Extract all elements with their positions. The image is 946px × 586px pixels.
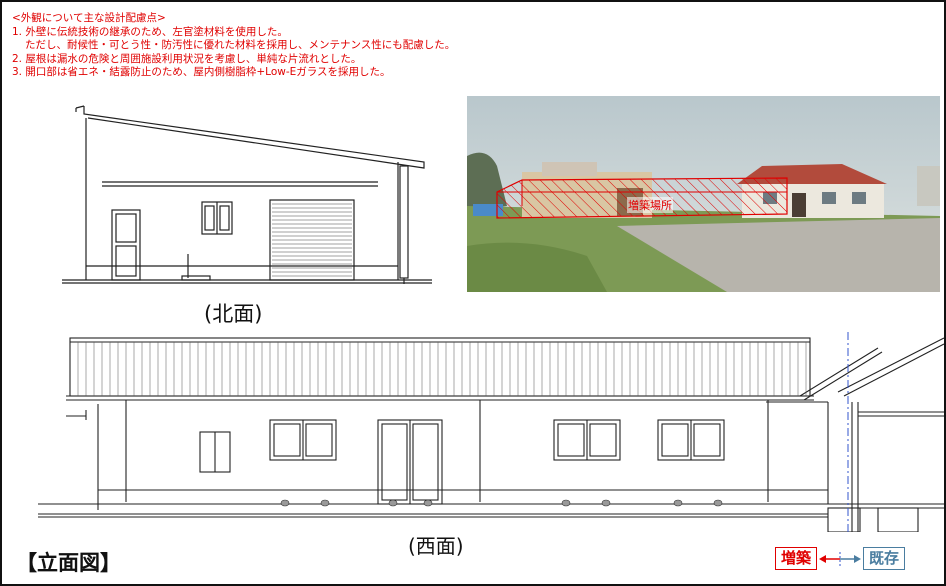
legend: 増築 既存 — [775, 547, 906, 570]
west-elevation-drawing — [38, 332, 944, 532]
design-notes: <外観について主な設計配慮点> 1. 外壁に伝統技術の継承のため、左官塗材料を使… — [12, 12, 455, 80]
note-item-3: 3. 開口部は省エネ・結露防止のため、屋内側樹脂枠+Low-Eガラスを採用した。 — [12, 66, 391, 79]
west-elevation-label: (西面) — [408, 534, 464, 558]
note-item-2: 2. 屋根は漏水の危険と周囲施設利用状況を考慮し、単純な片流れとした。 — [12, 52, 362, 65]
double-arrow-icon — [819, 551, 862, 566]
notes-heading: <外観について主な設計配慮点> — [12, 12, 166, 24]
legend-new-label: 増築 — [775, 547, 818, 570]
elevation-title: 【立面図】 — [16, 551, 121, 575]
note-item-1: 1. 外壁に伝統技術の継承のため、左官塗材料を使用した。 — [12, 25, 288, 38]
site-photo: 増築場所 — [467, 96, 940, 292]
north-elevation-label: (北面) — [204, 302, 263, 326]
note-item-1-continued: ただし、耐候性・可とう性・防汚性に優れた材料を採用し、メンテナンス性にも配慮した… — [25, 39, 456, 52]
north-elevation-drawing — [62, 105, 432, 284]
extension-location-label: 増築場所 — [627, 197, 673, 213]
legend-existing-label: 既存 — [863, 547, 906, 570]
